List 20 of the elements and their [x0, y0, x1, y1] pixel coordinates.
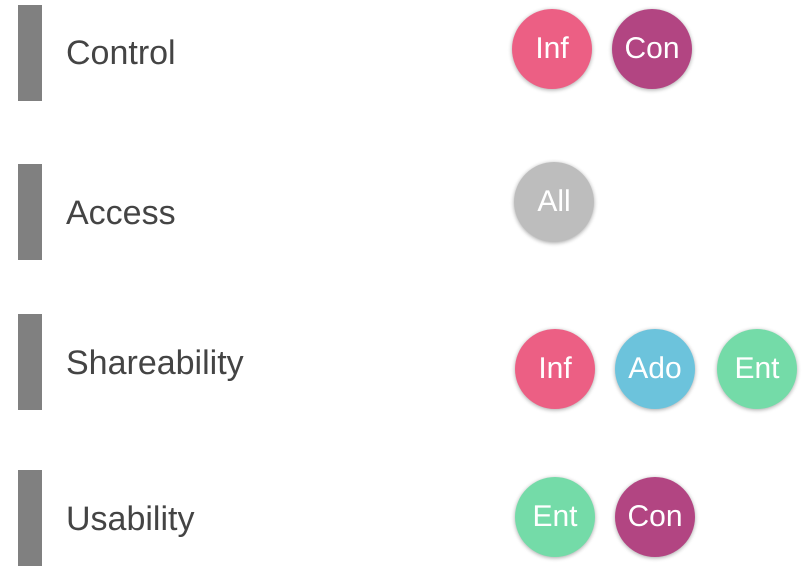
category-circle	[512, 9, 592, 89]
category-circle	[717, 329, 797, 409]
circle-label: Inf	[538, 352, 572, 386]
circle-label: Ent	[532, 500, 578, 534]
circle-label: Inf	[535, 32, 569, 66]
circle-label: Con	[624, 32, 680, 66]
category-circle	[515, 329, 595, 409]
row-label: Access	[66, 193, 176, 233]
circle-label: Ado	[628, 352, 682, 386]
circle-label: Ent	[734, 352, 780, 386]
row-label: Shareability	[66, 343, 244, 383]
category-circle	[615, 329, 695, 409]
category-circle	[515, 477, 595, 557]
row-label: Usability	[66, 499, 194, 539]
category-circle	[514, 162, 594, 242]
circle-label: All	[537, 185, 571, 219]
circle-label: Con	[627, 500, 683, 534]
category-circle	[612, 9, 692, 89]
category-circle	[615, 477, 695, 557]
row-label: Control	[66, 33, 176, 73]
